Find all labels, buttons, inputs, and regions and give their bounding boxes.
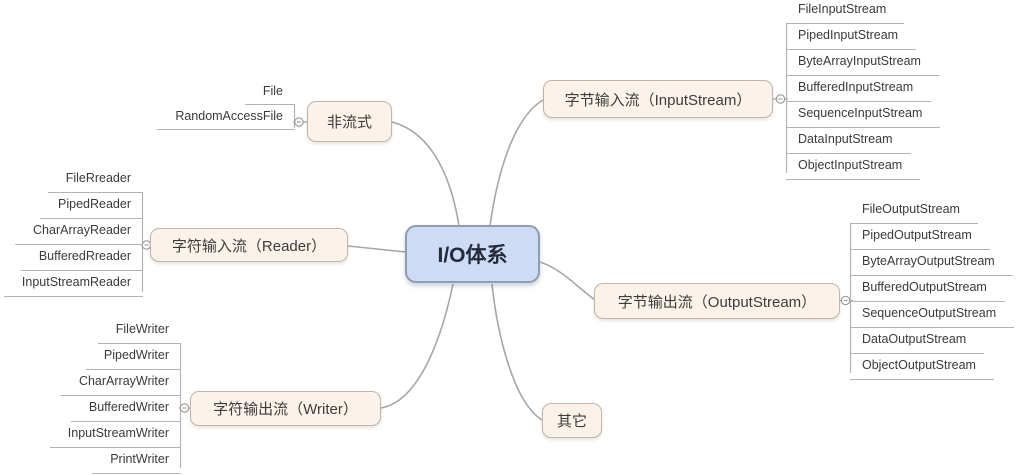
topic-byte-input-stream[interactable]: 字节输入流（InputStream） [543,80,773,118]
subtopic-item[interactable]: BufferedRreader [20,245,143,271]
topic-byte-output-stream[interactable]: 字节输出流（OutputStream） [594,283,840,319]
subtopic-item[interactable]: PipedInputStream [786,24,917,50]
collapse-toggle-icon-byte-output[interactable] [840,295,851,306]
subtopic-item[interactable]: PipedReader [40,193,143,219]
subtopic-item[interactable]: SequenceOutputStream [850,302,1015,328]
subtopic-item[interactable]: BufferedInputStream [786,76,932,102]
subtopic-item[interactable]: RandomAccessFile [157,105,295,130]
curve-center-to-byte-output [539,261,596,301]
subtopic-item[interactable]: PrintWriter [92,448,181,474]
subtopic-item[interactable]: FileOutputStream [850,198,978,224]
subtopic-item[interactable]: BufferedWriter [70,396,181,422]
topic-other[interactable]: 其它 [542,403,602,438]
subtopic-item[interactable]: DataOutputStream [850,328,985,354]
subtopic-item[interactable]: ByteArrayOutputStream [850,250,1013,276]
topic-char-input-reader[interactable]: 字符输入流（Reader） [150,228,348,262]
subtopic-item[interactable]: PipedOutputStream [850,224,990,250]
subtopic-item[interactable]: ObjectOutputStream [850,354,994,380]
subtopic-item[interactable]: ObjectInputStream [786,154,921,180]
topic-nonstream[interactable]: 非流式 [307,101,392,142]
subtopic-item[interactable]: CharArrayWriter [60,370,181,396]
subtopic-item[interactable]: PipedWriter [85,344,181,370]
topic-char-output-writer[interactable]: 字符输出流（Writer） [190,391,381,426]
collapse-toggle-icon-char-output[interactable] [179,403,190,413]
subtopic-item[interactable]: CharArrayReader [15,219,143,245]
subtopic-item[interactable]: File [244,80,295,105]
subtopic-item[interactable]: SequenceInputStream [786,102,941,128]
subtopic-item[interactable]: InputStreamReader [3,271,143,297]
subtopic-item[interactable]: FileWriter [97,318,181,344]
central-topic-io-system[interactable]: I/O体系 [405,225,540,283]
subtopic-item[interactable]: ByteArrayInputStream [786,50,939,76]
curve-center-to-other [491,283,543,421]
subtopic-item[interactable]: FileRreader [47,167,143,193]
collapse-toggle-icon-nonstream[interactable] [294,117,304,127]
curve-center-to-nonstream [391,121,460,227]
curve-center-to-byte-input [489,99,544,227]
curve-center-to-char-output [380,283,454,409]
curve-center-to-char-input [347,245,407,253]
subtopic-item[interactable]: DataInputStream [786,128,911,154]
subtopic-item[interactable]: BufferedOutputStream [850,276,1005,302]
subtopic-item[interactable]: FileInputStream [786,0,905,24]
subtopic-item[interactable]: InputStreamWriter [49,422,181,448]
collapse-toggle-icon-byte-input[interactable] [775,94,786,104]
